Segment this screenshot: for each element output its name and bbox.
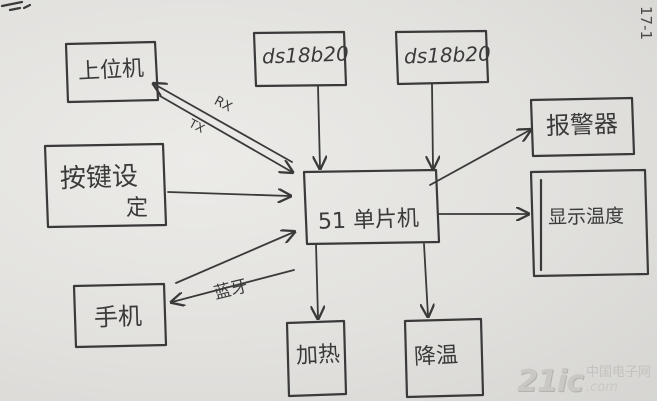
rx-arrow [154, 84, 293, 163]
alarm-label: 报警器 [545, 109, 619, 141]
cooler-label: 降温 [413, 342, 459, 371]
sensor-2-box [394, 29, 490, 86]
phone-label: 手机 [93, 302, 143, 332]
watermark-domain: .com [585, 380, 618, 395]
watermark-brand: 21ic [517, 364, 584, 399]
keypad-label-line2: 定 [126, 196, 149, 221]
display-box [529, 168, 650, 278]
mcu-box [302, 168, 441, 246]
keypad-arrow [167, 192, 290, 196]
keypad-label: 按键设 [59, 161, 139, 195]
upper-pc-label: 上位机 [77, 56, 145, 85]
heater-arrow [316, 243, 318, 318]
watermark-chinese: 中国电子网 [585, 365, 651, 380]
cooler-arrow [424, 243, 428, 316]
tx-arrow [159, 95, 292, 172]
alarm-arrow [429, 130, 530, 186]
phone-arrow [175, 232, 294, 284]
keypad-box [43, 142, 168, 229]
sensor-2-label: ds18b20 [403, 41, 492, 69]
sensor-1-arrow [318, 85, 320, 168]
heater-box [285, 319, 348, 398]
sensor-1-box [252, 30, 348, 88]
corner-note: 17-1 [637, 6, 655, 41]
watermark-sub: 中国电子网 .com [586, 361, 651, 395]
corner-scribble [0, 0, 32, 12]
sensor-1-label: ds18b20 [261, 41, 350, 69]
cooler-box [403, 317, 485, 399]
phone-box [72, 282, 168, 349]
heater-label: 加热 [295, 341, 341, 370]
watermark: 21ic 中国电子网 .com [517, 361, 651, 399]
display-label: 显示温度 [547, 205, 625, 229]
bluetooth-arrow [172, 269, 295, 302]
upper-pc-box [64, 40, 160, 104]
sensor-2-arrow [432, 83, 433, 168]
mcu-label: 51 单片机 [317, 206, 420, 235]
